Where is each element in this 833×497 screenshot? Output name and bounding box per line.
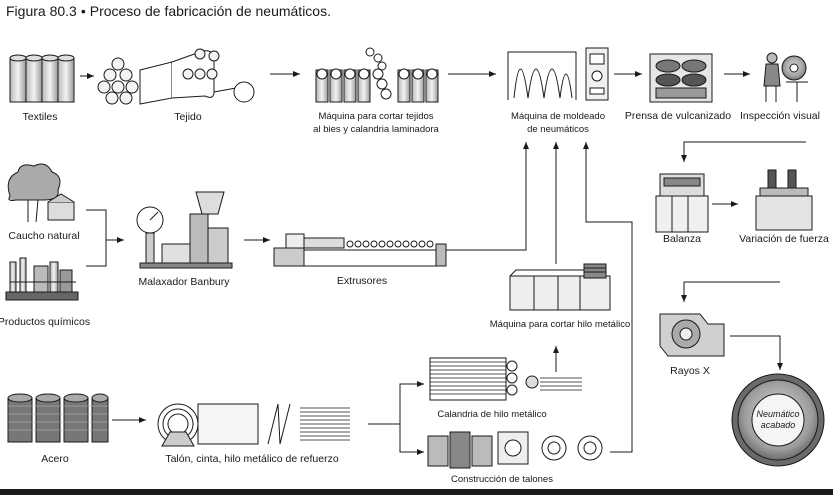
arrow-rayos-neumatico: [730, 335, 783, 370]
balance-machine-icon: [655, 173, 709, 233]
label-talon: Talón, cinta, hilo metálico de refuerzo: [165, 453, 339, 465]
label-neumatico-line2: acabado: [761, 420, 796, 430]
steel-cord-calender-icon: [429, 357, 582, 401]
label-rayos: Rayos X: [670, 365, 710, 377]
chemical-plant-icon: [5, 257, 79, 301]
label-neumatico-line1: Neumático: [756, 409, 799, 419]
label-quimicos: Productos químicos: [0, 316, 90, 328]
textiles-rolls-icon: [9, 54, 75, 103]
label-construccion: Construcción de talones: [451, 474, 553, 485]
figure-title: Proceso de fabricación de neumáticos.: [89, 3, 331, 19]
label-maquina-tejidos-line2: al bies y calandria laminadora: [313, 124, 439, 135]
banbury-mixer-icon: [136, 191, 233, 269]
label-textiles: Textiles: [22, 111, 57, 123]
bead-building-icon: [427, 431, 603, 469]
visual-inspection-icon: [763, 52, 808, 102]
natural-rubber-tree-icon: [7, 163, 75, 223]
label-hilo-metalico: Máquina para cortar hilo metálico: [490, 319, 630, 330]
label-tejido: Tejido: [174, 111, 202, 123]
label-inspeccion: Inspección visual: [740, 110, 820, 122]
label-prensa: Prensa de vulcanizado: [625, 110, 731, 122]
arrow-talones-moldeado: [583, 142, 633, 453]
label-maquina-tejidos-line1: Máquina para cortar tejidos: [318, 111, 433, 122]
arrow-inspeccion-balanza: [681, 141, 806, 162]
label-acero: Acero: [41, 453, 69, 465]
extruder-line-icon: [273, 233, 470, 267]
caption-bullet: •: [80, 3, 86, 19]
figure-caption: Figura 80.3•Proceso de fabricación de ne…: [6, 3, 331, 19]
arrow-talon-construccion: [399, 424, 424, 455]
label-calandria-hilo: Calandria de hilo metálico: [437, 409, 546, 420]
arrow-extrusores-moldeado: [470, 142, 529, 251]
label-extrusores: Extrusores: [337, 275, 387, 287]
steel-cord-cutter-icon: [509, 263, 611, 311]
label-moldeado-line2: de neumáticos: [527, 124, 589, 135]
merge-bracket-inputs: [86, 209, 107, 267]
steel-coils-icon: [7, 393, 109, 443]
curing-press-icon: [649, 53, 713, 103]
bias-cutter-calender-icon: [315, 47, 439, 103]
finished-tire-icon: [731, 373, 825, 467]
label-caucho: Caucho natural: [8, 230, 79, 242]
label-moldeado-line1: Máquina de moldeado: [511, 111, 605, 122]
bottom-rule: [0, 489, 833, 495]
arrow-talon-calandria: [399, 381, 424, 424]
label-balanza: Balanza: [663, 233, 701, 245]
tejido-loom-icon: [97, 48, 255, 105]
label-variacion: Variación de fuerza: [739, 233, 829, 245]
tire-building-machine-icon: [507, 47, 609, 101]
label-banbury: Malaxador Banbury: [138, 276, 230, 288]
force-variation-machine-icon: [755, 169, 813, 231]
xray-machine-icon: [659, 313, 725, 357]
arrow-variacion-rayos: [681, 281, 780, 302]
bead-wire-line-icon: [157, 403, 350, 447]
figure-number: Figura 80.3: [6, 3, 77, 19]
